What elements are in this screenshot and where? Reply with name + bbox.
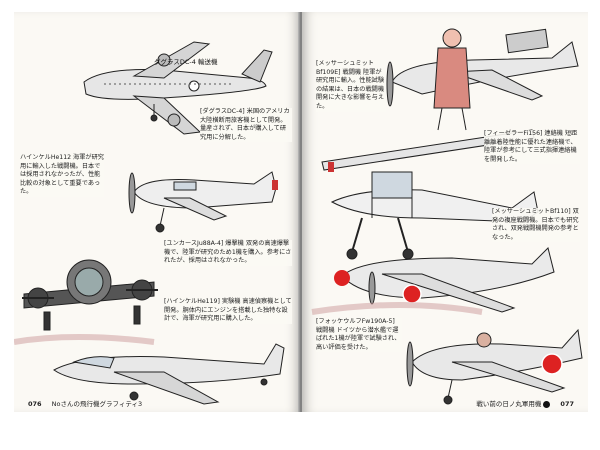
fi156-liaison-illustration: [321, 129, 539, 260]
dc4-label: ダグラスDC-4 輸送機: [154, 58, 218, 66]
left-running-head: Noさんの飛行機グラフィティ3: [51, 400, 143, 408]
dc4-transport-illustration: [83, 41, 273, 135]
left-page-illustrations: [14, 41, 285, 405]
bf109-with-pilot-illustration: [386, 28, 579, 131]
bf110-illustration: [311, 247, 555, 315]
right-page: [メッサーシュミットBf109E] 戦闘機 陸軍が研究用に輸入。性能試験の結果は…: [302, 12, 588, 412]
bf110-caption: [メッサーシュミットBf110] 双発の複座戦闘機。日本でも研究され、双発戦闘機…: [492, 208, 580, 243]
right-folio: 戦い前の日ノ丸軍用機 077: [476, 398, 574, 408]
left-page: ダグラスDC-4 輸送機 [ダグラスDC-4] 米国のアメリカ大陸横断用旅客機と…: [14, 12, 300, 412]
right-page-illustrations: [311, 28, 583, 405]
left-folio: 076 Noさんの飛行機グラフィティ3: [28, 398, 142, 408]
ju88-caption: [ユンカースJu88A-4] 爆撃機 双発の高速爆撃機で、陸軍が研究のため1機を…: [164, 240, 292, 266]
fw190-illustration: [406, 328, 583, 405]
ju88-bomber-illustration: [14, 259, 158, 345]
right-page-number: 077: [560, 400, 574, 408]
book-gutter: [298, 12, 304, 412]
right-running-head: 戦い前の日ノ丸軍用機: [476, 400, 542, 408]
left-page-number: 076: [28, 400, 42, 408]
book-spread: ダグラスDC-4 輸送機 [ダグラスDC-4] 米国のアメリカ大陸横断用旅客機と…: [14, 12, 588, 412]
he112-caption: ハインケルHe112 海軍が研究用に輸入した戦闘機。日本では採用されなかったが、…: [20, 154, 104, 197]
he112-fighter-illustration: [128, 171, 278, 233]
bf109-caption: [メッサーシュミットBf109E] 戦闘機 陸軍が研究用に輸入。性能試験の結果は…: [316, 60, 386, 112]
chapter-badge-icon: [543, 400, 551, 408]
he119-caption: [ハインケルHe119] 実験機 高速偵察機として開発。胴体内にエンジンを搭載し…: [164, 298, 292, 324]
fw190-caption: [フォッケウルフFw190A-5] 戦闘機 ドイツから潜水艦で運ばれた1機が陸軍…: [316, 318, 402, 353]
dc4-caption: [ダグラスDC-4] 米国のアメリカ大陸横断用旅客機として開発。量産されず、日本…: [200, 108, 292, 143]
fi156-caption: [フィーゼラーFi156] 連絡機 短距離離着陸性能に優れた連絡機で、陸軍が参考…: [484, 130, 580, 165]
he119-illustration: [53, 343, 285, 405]
